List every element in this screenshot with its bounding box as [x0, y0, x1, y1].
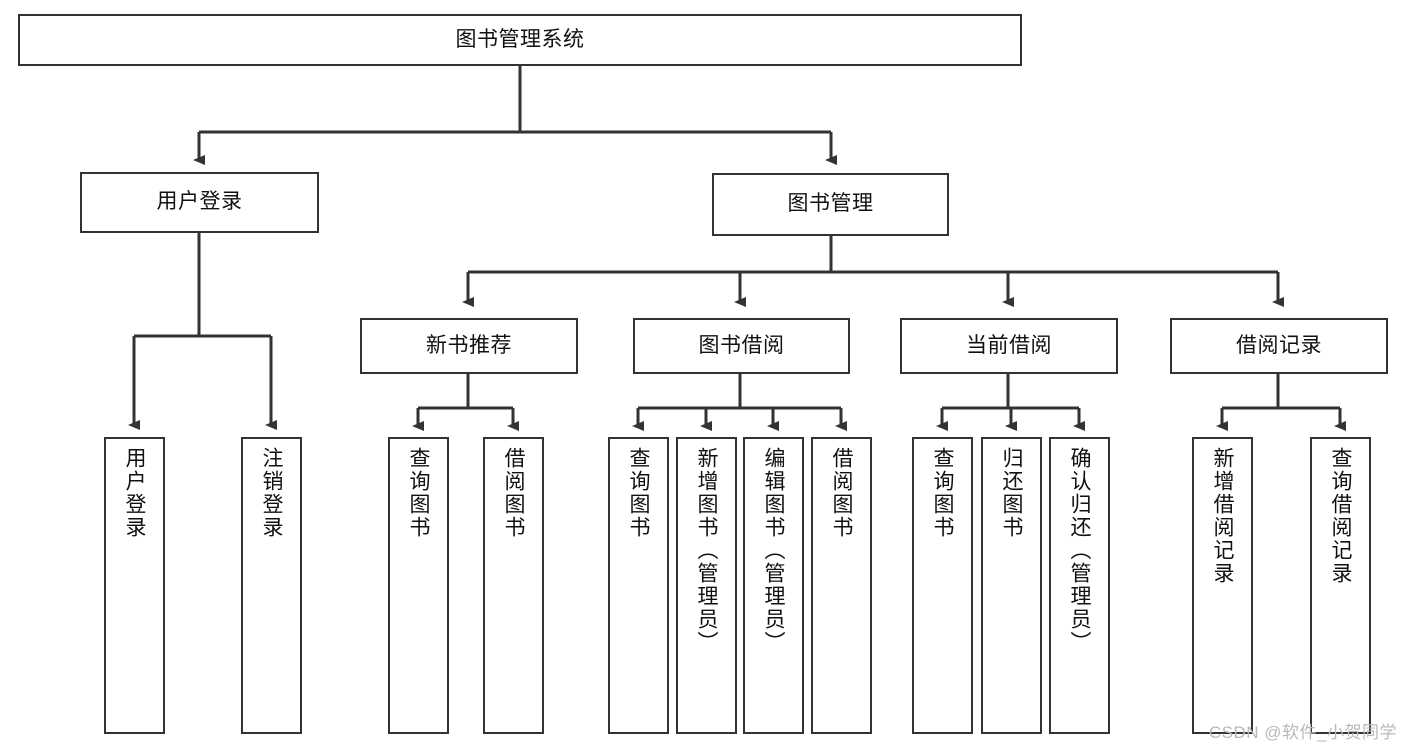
node-label: 新增图书（管理员） — [695, 447, 718, 654]
node-user-login[interactable]: 用户登录 — [80, 172, 319, 233]
node-label: 编辑图书（管理员） — [762, 447, 785, 654]
node-leaf-confirm-return[interactable]: 确认归还（管理员） — [1049, 437, 1110, 734]
node-label: 确认归还（管理员） — [1068, 447, 1091, 654]
node-new-book-recommend[interactable]: 新书推荐 — [360, 318, 578, 374]
node-label: 借阅图书 — [830, 447, 853, 539]
node-leaf-edit-book[interactable]: 编辑图书（管理员） — [743, 437, 804, 734]
node-borrow-record[interactable]: 借阅记录 — [1170, 318, 1388, 374]
node-label: 查询图书 — [407, 447, 430, 539]
node-leaf-borrow-book-1[interactable]: 借阅图书 — [483, 437, 544, 734]
node-leaf-user-login[interactable]: 用户登录 — [104, 437, 165, 734]
node-label: 借阅记录 — [1236, 333, 1322, 357]
node-label: 新增借阅记录 — [1211, 447, 1234, 585]
node-label: 图书管理 — [787, 192, 874, 216]
node-current-borrow[interactable]: 当前借阅 — [900, 318, 1118, 374]
node-label: 新书推荐 — [426, 333, 512, 357]
node-leaf-add-book[interactable]: 新增图书（管理员） — [676, 437, 737, 734]
node-label: 图书管理系统 — [455, 27, 585, 51]
node-leaf-return-book[interactable]: 归还图书 — [981, 437, 1042, 734]
node-leaf-add-borrow-record[interactable]: 新增借阅记录 — [1192, 437, 1253, 734]
node-label: 当前借阅 — [966, 333, 1052, 357]
node-leaf-query-book-3[interactable]: 查询图书 — [912, 437, 973, 734]
node-label: 用户登录 — [156, 190, 243, 214]
node-leaf-query-book-1[interactable]: 查询图书 — [388, 437, 449, 734]
node-book-borrow[interactable]: 图书借阅 — [633, 318, 850, 374]
node-label: 用户登录 — [123, 447, 146, 539]
node-book-management[interactable]: 图书管理 — [712, 173, 949, 236]
node-label: 借阅图书 — [502, 447, 525, 539]
node-label: 注销登录 — [260, 447, 283, 539]
node-label: 归还图书 — [1000, 447, 1023, 539]
node-label: 查询图书 — [627, 447, 650, 539]
node-leaf-query-book-2[interactable]: 查询图书 — [608, 437, 669, 734]
node-label: 查询借阅记录 — [1329, 447, 1352, 585]
node-label: 图书借阅 — [698, 333, 785, 357]
node-leaf-query-borrow-record[interactable]: 查询借阅记录 — [1310, 437, 1371, 734]
node-label: 查询图书 — [931, 447, 954, 539]
node-leaf-logout-login[interactable]: 注销登录 — [241, 437, 302, 734]
node-leaf-borrow-book-2[interactable]: 借阅图书 — [811, 437, 872, 734]
node-root-book-management-system[interactable]: 图书管理系统 — [18, 14, 1022, 66]
